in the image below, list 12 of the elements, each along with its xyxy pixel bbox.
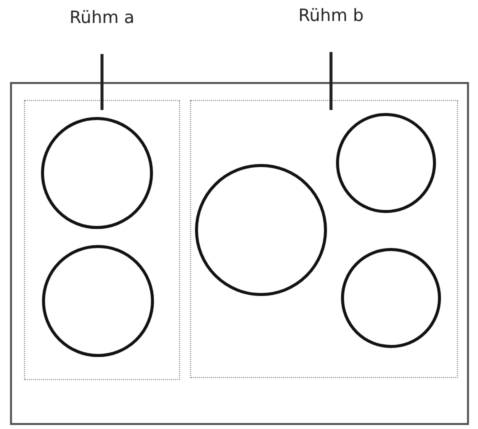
leader-line bbox=[100, 54, 104, 110]
leader-line bbox=[330, 52, 332, 110]
cooking-zone-group bbox=[24, 100, 180, 380]
zone-label: Rühm b bbox=[298, 6, 364, 26]
cooktop-outline bbox=[10, 82, 469, 425]
burner-circle bbox=[195, 164, 327, 296]
cooking-zone-group bbox=[190, 100, 458, 378]
zone-label: Rühm a bbox=[70, 8, 134, 28]
burner-circle bbox=[41, 117, 153, 229]
burner-circle bbox=[42, 245, 154, 357]
burner-circle bbox=[341, 248, 441, 348]
burner-circle bbox=[336, 113, 436, 213]
